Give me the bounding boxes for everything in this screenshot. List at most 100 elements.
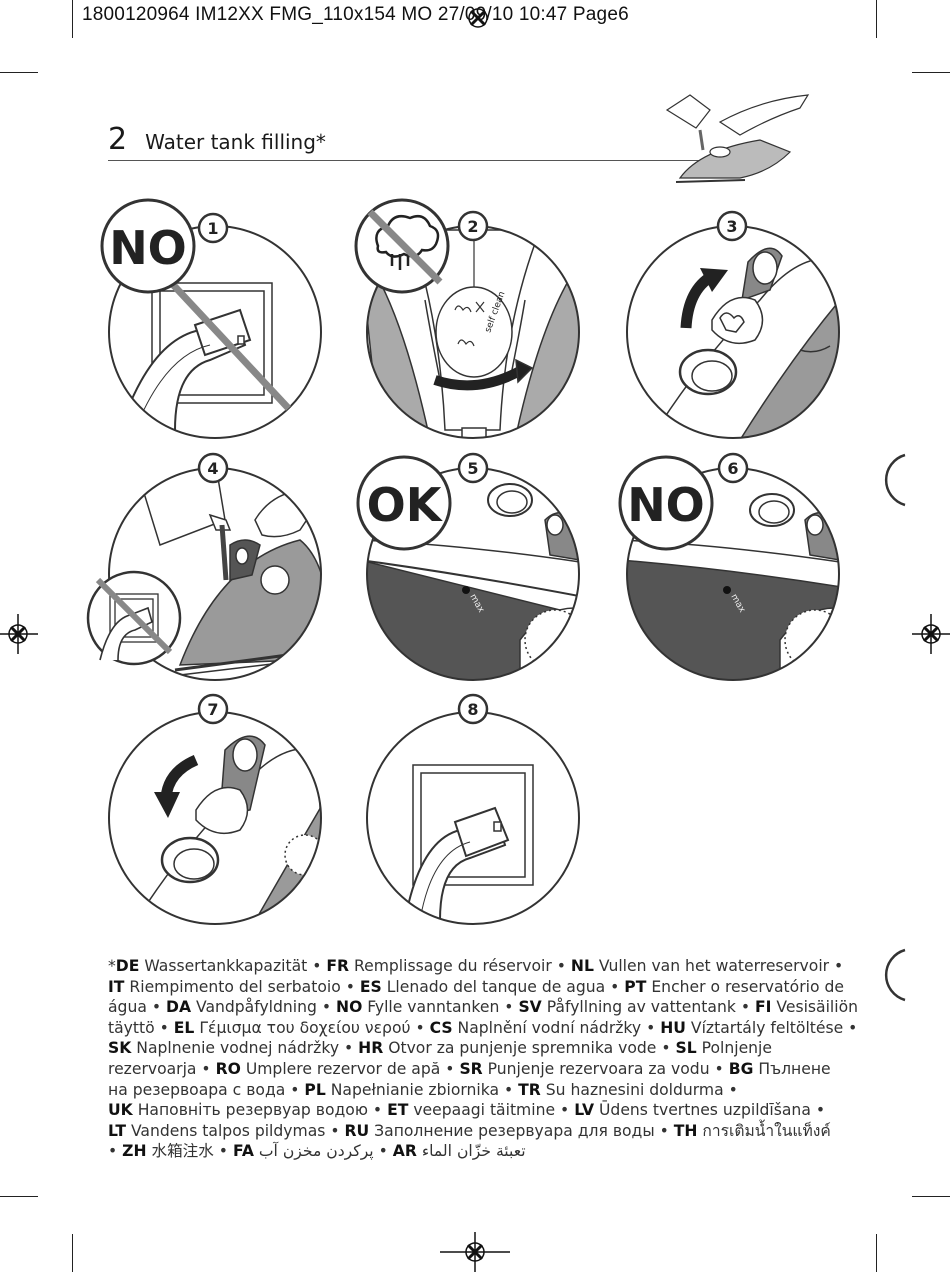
step-2-illustration: self clean 2: [354, 198, 580, 439]
translation-text: Umplere rezervor de apă •: [240, 1059, 460, 1078]
step-4-illustration: 4: [86, 452, 322, 681]
registration-mark-top: [468, 8, 488, 28]
language-code: AR: [392, 1142, 417, 1161]
edge-arc: [884, 453, 906, 507]
language-code: BG: [728, 1059, 754, 1078]
translation-text: Vesisäiliön: [771, 998, 859, 1017]
language-code: RU: [344, 1121, 370, 1140]
translation-text: Vandens talpos pildymas •: [126, 1121, 345, 1140]
registration-mark-bottom: [440, 1232, 510, 1272]
language-code: SK: [108, 1039, 132, 1058]
translation-text: Γέμισμα του δοχείου νερού •: [194, 1018, 430, 1037]
language-code: TR: [518, 1080, 541, 1099]
translation-text: Vullen van het waterreservoir •: [593, 957, 844, 975]
translation-text: Llenado del tanque de agua •: [381, 977, 625, 996]
step-1-illustration: NO 1: [100, 198, 322, 439]
step-5-illustration: max OK 5: [356, 452, 580, 681]
language-code: FA: [232, 1142, 254, 1161]
section-number: 2: [108, 122, 128, 157]
step-3-illustration: 3: [626, 210, 840, 439]
crop-mark: [912, 72, 950, 73]
crop-mark: [72, 0, 73, 38]
translation-text: täyttö •: [108, 1018, 174, 1037]
registration-mark-left: [0, 614, 38, 654]
crop-mark: [876, 1234, 877, 1272]
translation-text: veepaagi täitmine •: [408, 1101, 575, 1120]
language-code: RO: [215, 1059, 241, 1078]
translation-text: Vandpåfyldning •: [191, 998, 337, 1017]
language-code: SV: [518, 998, 542, 1017]
step-5-badge: OK: [367, 478, 444, 532]
language-code: ET: [387, 1101, 409, 1120]
section-title: 2 Water tank filling*: [108, 122, 326, 157]
footnote-line: на резервоара с вода • PL Napełnianie zb…: [108, 1080, 838, 1101]
language-code: ES: [359, 977, 382, 996]
crop-mark: [876, 0, 877, 38]
translation-text: Remplissage du réservoir •: [349, 957, 571, 975]
translation-text: Víztartály feltöltése •: [685, 1018, 858, 1037]
step-1-number: 1: [207, 219, 218, 238]
translations-footnote: *DE Wassertankkapazität • FR Remplissage…: [108, 956, 858, 1162]
step-7-number: 7: [207, 700, 218, 719]
section-title-text: Water tank filling*: [145, 130, 326, 154]
translation-text: rezervoarja •: [108, 1059, 216, 1078]
footnote-line: *DE Wassertankkapazität • FR Remplissage…: [108, 956, 843, 977]
language-code: LV: [574, 1101, 595, 1120]
registration-mark-right: [912, 614, 950, 654]
language-code: EL: [173, 1018, 195, 1037]
language-code: PL: [304, 1080, 326, 1099]
language-code: PT: [624, 977, 647, 996]
translation-text: Наповніть резервуар водою •: [132, 1101, 388, 1120]
language-code: DE: [115, 957, 140, 975]
edge-arc: [884, 948, 906, 1002]
title-rule: [108, 160, 708, 161]
step-8-illustration: 8: [366, 693, 580, 925]
language-code: LT: [108, 1121, 126, 1140]
translation-text: Påfyllning av vattentank •: [541, 998, 755, 1017]
crop-mark: [0, 1196, 38, 1197]
translation-text: Riempimento del serbatoio •: [124, 977, 360, 996]
language-code: IT: [108, 977, 125, 996]
language-code: ZH: [122, 1142, 147, 1161]
crop-mark: [72, 1234, 73, 1272]
step-3-number: 3: [726, 217, 737, 236]
translation-text: água •: [108, 998, 167, 1017]
language-code: SR: [459, 1059, 483, 1078]
language-code: HR: [358, 1039, 384, 1058]
translation-text: Otvor za punjenje spremnika vode •: [383, 1039, 676, 1058]
footnote-line: SK Naplnenie vodnej nádržky • HR Otvor z…: [108, 1038, 838, 1059]
language-code: UK: [108, 1101, 133, 1120]
translation-text: การเติมน้ำในแท็งค์: [697, 1121, 831, 1140]
translation-text: پرکردن مخزن آب •: [253, 1142, 393, 1161]
step-8-number: 8: [467, 700, 478, 719]
language-code: DA: [166, 998, 192, 1017]
step-4-number: 4: [207, 459, 218, 478]
language-code: NL: [570, 957, 594, 975]
language-code: NO: [336, 998, 363, 1017]
translation-text: Naplnění vodní nádržky •: [452, 1018, 661, 1037]
footnote-line: UK Наповніть резервуар водою • ET veepaa…: [108, 1100, 838, 1121]
language-code: TH: [673, 1121, 698, 1140]
translation-text: تعبئة خزّان الماء: [416, 1142, 526, 1161]
translation-text: Punjenje rezervoara za vodu •: [482, 1059, 729, 1078]
translation-text: Polnjenje: [696, 1039, 772, 1058]
step-6-illustration: max NO 6: [618, 452, 840, 681]
language-code: HU: [660, 1018, 686, 1037]
translation-text: Пълнене: [753, 1059, 831, 1078]
language-code: FI: [754, 998, 772, 1017]
step-7-illustration: 7: [108, 693, 322, 925]
crop-mark: [0, 72, 38, 73]
footnote-line: täyttö • EL Γέμισμα του δοχείου νερού • …: [108, 1018, 857, 1039]
translation-text: Encher o reservatório de: [646, 977, 844, 996]
translation-text: *: [108, 957, 116, 975]
footnote-line: • ZH 水箱注水 • FA پرکردن مخزن آب • AR تعبئة…: [108, 1141, 838, 1162]
translation-text: Wassertankkapazität •: [139, 957, 327, 975]
language-code: CS: [429, 1018, 453, 1037]
footnote-line: IT Riempimento del serbatoio • ES Llenad…: [108, 977, 844, 998]
translation-text: Napełnianie zbiornika •: [325, 1080, 519, 1099]
translation-text: Naplnenie vodnej nádržky •: [131, 1039, 359, 1058]
step-2-number: 2: [467, 217, 478, 236]
translation-text: на резервоара с вода •: [108, 1080, 305, 1099]
translation-text: Fylle vanntanken •: [362, 998, 519, 1017]
